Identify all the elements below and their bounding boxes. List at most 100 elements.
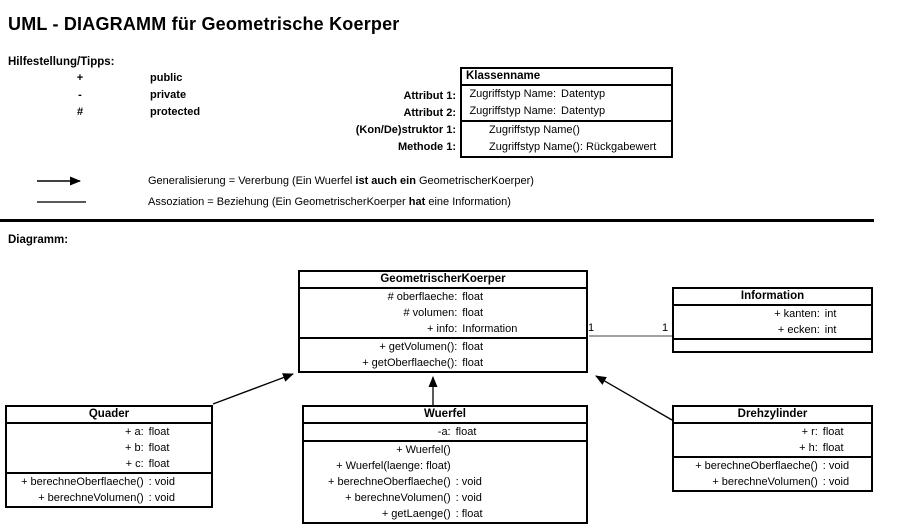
member-right: float [822,426,844,438]
hint-meaning-private: private [150,89,187,101]
member-right: float [455,426,477,438]
constructor-row: + Wuerfel(laenge: float) [304,458,586,474]
member-left: + h: [799,442,818,454]
member-left: + berechneVolumen() [38,492,144,504]
method-row: + berechneOberflaeche() : void [7,474,211,490]
class-title: Information [674,289,871,306]
class-title: Drehzylinder [674,407,871,424]
legend-text-part: Generalisierung = Vererbung (Ein Wuerfel [148,175,356,187]
legend-text-part: Assoziation = Beziehung (Ein Geometrisch… [148,196,409,208]
method-row: + getLaenge() : float [304,506,586,522]
member-left: Zugriffstyp Name: [469,105,557,117]
method-row: + getVolumen(): float [300,339,586,355]
attribute-row: + kanten: int [674,306,871,322]
class-title: Wuerfel [304,407,586,424]
methods-compartment: + getVolumen(): float + getOberflaeche()… [300,337,586,371]
member-right: float [462,357,484,369]
member-right: int [824,324,837,336]
member-left: + info: [427,323,458,335]
hint-symbol-public: + [76,72,84,84]
member-left: + berechneVolumen() [712,476,818,488]
member-left: + c: [125,458,144,470]
member-right: Datentyp [561,105,606,117]
member-right: float [822,442,844,454]
member-right: float [462,341,484,353]
member-right: : void [455,476,482,488]
member-right: float [462,291,484,303]
member-left: + Wuerfel(laenge: float) [336,460,451,472]
hint-meaning-protected: protected [150,106,201,118]
multiplicity-target: 1 [662,322,669,334]
member-left: + a: [125,426,144,438]
section-divider [0,219,874,222]
legend-text-bold: hat [408,196,426,208]
member-left: + getVolumen(): [379,341,458,353]
member-left: + ecken: [777,324,820,336]
member-left: # oberflaeche: [387,291,458,303]
method-row: + berechneOberflaeche() : void [674,458,871,474]
member-left: + b: [125,442,144,454]
attribute-row: + ecken: int [674,322,871,338]
hints-heading: Hilfestellung/Tipps: [8,56,115,68]
member-left: + berechneVolumen() [345,492,451,504]
member-left: + Wuerfel() [396,444,451,456]
class-box-information: Information + kanten: int + ecken: int [672,287,873,353]
hint-symbol-private: - [78,89,82,101]
attribute-row: + c: float [7,456,211,472]
methods-compartment-empty [674,338,871,351]
member-right: : void [822,476,850,488]
attribute-row: # volumen: float [300,305,586,321]
member-right: float [148,442,170,454]
legend-association-text: Assoziation = Beziehung (Ein Geometrisch… [148,194,511,211]
member-right: float [148,458,170,470]
template-label-attribut-1: Attribut 1: [403,90,456,102]
method-row: + berechneVolumen() : void [304,490,586,506]
member-right: int [824,308,837,320]
template-class-box: Klassenname Zugriffstyp Name: Datentyp Z… [460,67,673,158]
attribute-row: + h: float [674,440,871,456]
class-box-geometrischerkoerper: GeometrischerKoerper # oberflaeche: floa… [298,270,588,373]
class-title: Quader [7,407,211,424]
attribute-row: + info: Information [300,321,586,337]
member-left: + kanten: [774,308,820,320]
attributes-compartment: + kanten: int + ecken: int [674,306,871,338]
attribute-row: + a: float [7,424,211,440]
class-title: GeometrischerKoerper [300,272,586,289]
template-label-attribut-2: Attribut 2: [403,107,456,119]
template-constructor-row: Zugriffstyp Name() [489,124,580,136]
member-right: float [462,307,484,319]
method-row: + getOberflaeche(): float [300,355,586,371]
member-left: + getLaenge() [381,508,451,520]
member-right: : void [148,476,175,488]
template-label-methode-1: Methode 1: [397,141,456,153]
member-left: + berechneOberflaeche() [21,476,144,488]
member-left: + getOberflaeche(): [362,357,458,369]
attribute-row: + r: float [674,424,871,440]
member-right [451,442,586,458]
member-right: float [148,426,170,438]
template-methods-compartment: Zugriffstyp Name() Zugriffstyp Name(): R… [462,120,671,156]
constructor-row: + Wuerfel() [304,442,586,458]
methods-compartment: + Wuerfel() + Wuerfel(laenge: float) + b… [304,440,586,522]
member-left: # volumen: [403,307,458,319]
attribute-row: + b: float [7,440,211,456]
member-right: Information [462,323,518,335]
multiplicity-source: 1 [588,322,595,334]
class-box-wuerfel: Wuerfel -a: float + Wuerfel() + Wuerfel(… [302,405,588,524]
member-left: + r: [801,426,818,438]
member-right: : float [455,508,483,520]
legend-text-bold: ist auch ein [355,175,416,187]
template-label-konstruktor-1: (Kon/De)struktor 1: [355,124,456,136]
member-left: + berechneOberflaeche() [695,460,818,472]
member-left: + berechneOberflaeche() [328,476,451,488]
attributes-compartment: -a: float [304,424,586,440]
methods-compartment: + berechneOberflaeche() : void + berechn… [674,456,871,490]
legend-text-part: eine Information) [425,196,511,208]
method-row: + berechneOberflaeche() : void [304,474,586,490]
class-box-drehzylinder: Drehzylinder + r: float + h: float + ber… [672,405,873,492]
template-attribute-row: Zugriffstyp Name: Datentyp [462,103,671,120]
legend-generalization-text: Generalisierung = Vererbung (Ein Wuerfel… [148,173,534,190]
template-method-row: Zugriffstyp Name(): Rückgabewert [489,141,657,153]
member-right: Datentyp [561,88,606,100]
member-right: : void [455,492,482,504]
